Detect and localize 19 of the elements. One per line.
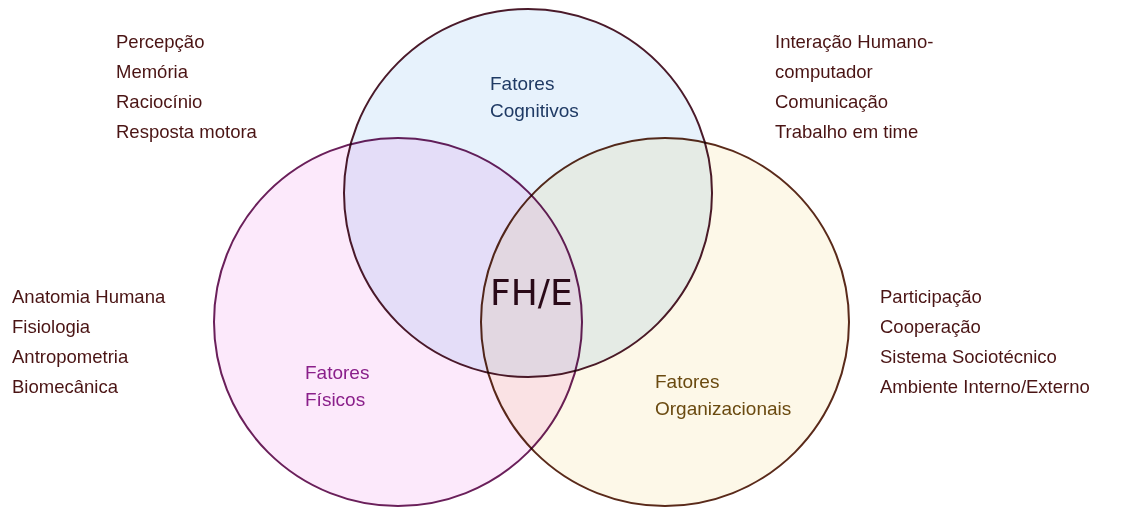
list-item: Trabalho em time xyxy=(775,120,920,144)
list-item: Ambiente Interno/Externo xyxy=(880,375,1091,399)
list-item: Participação xyxy=(880,285,983,309)
list-item: Comunicação xyxy=(775,90,890,114)
circle-label: Fatores Organizacionais xyxy=(655,370,793,421)
list-item: Antropometria xyxy=(12,345,130,369)
list-item: Interação Humano-computador xyxy=(775,30,935,84)
list-item: Biomecânica xyxy=(12,375,119,399)
circle-label: Fatores Cognitivos xyxy=(490,72,580,123)
list-item: Resposta motora xyxy=(116,120,258,144)
list-item: Raciocínio xyxy=(116,90,204,114)
center-label: FH/E xyxy=(490,272,573,313)
list-item: Percepção xyxy=(116,30,206,54)
circle-label: Fatores Físicos xyxy=(305,361,371,412)
list-item: Anatomia Humana xyxy=(12,285,167,309)
list-item: Memória xyxy=(116,60,189,84)
list-item: Cooperação xyxy=(880,315,982,339)
list-item: Sistema Sociotécnico xyxy=(880,345,1058,369)
list-item: Fisiologia xyxy=(12,315,92,339)
